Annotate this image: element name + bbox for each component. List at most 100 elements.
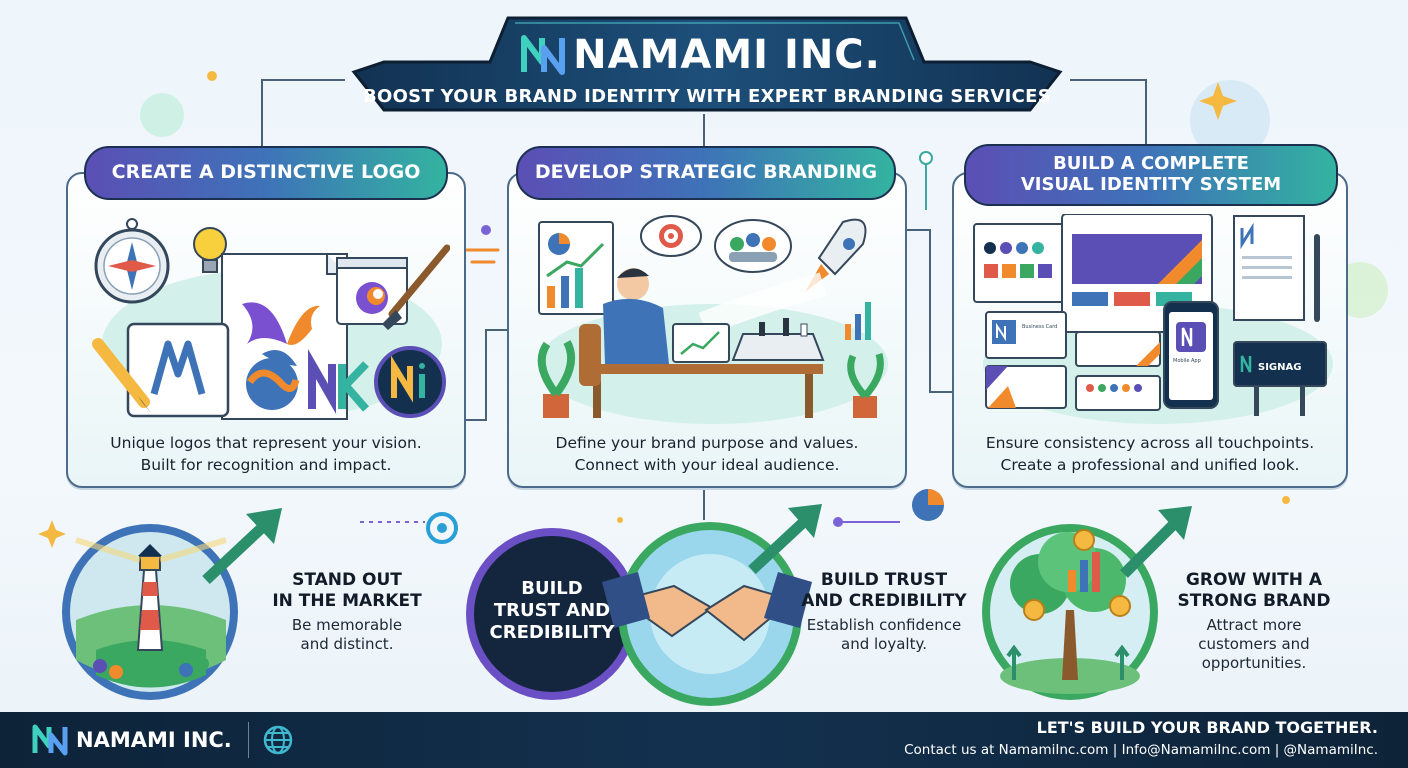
panel-3-description: Ensure consistency across all touchpoint…: [954, 432, 1346, 476]
page-subtitle: BOOST YOUR BRAND IDENTITY WITH EXPERT BR…: [362, 86, 1052, 107]
trust-badges: [466, 504, 822, 706]
phoenix-logo-mark: [242, 302, 320, 366]
globe-icon[interactable]: [262, 724, 294, 756]
pen-icon: [1314, 234, 1320, 322]
footer-cta: LET'S BUILD YOUR BRAND TOGETHER.: [1036, 718, 1378, 737]
lighthouse-icon: [136, 544, 164, 651]
panel-strategic-branding: Define your brand purpose and values. Co…: [507, 172, 907, 488]
footer-logo-icon: [32, 724, 68, 756]
paintbrush-icon: [382, 244, 450, 330]
business-card-mockup: Business Card: [985, 311, 1067, 359]
signage-mockup: SIGNAG: [1233, 341, 1327, 416]
panel-2-title-text: DEVELOP STRATEGIC BRANDING: [534, 161, 878, 184]
benefit-2-description: Establish confidence and loyalty.: [796, 616, 972, 654]
header-banner: NAMAMI INC. BOOST YOUR BRAND IDENTITY WI…: [340, 14, 1074, 114]
panel-1-description: Unique logos that represent your vision.…: [68, 432, 464, 476]
namami-logo-icon: [521, 35, 565, 75]
trust-badge-line-2: TRUST AND: [493, 600, 611, 621]
benefit-2-desc-line-2: and loyalty.: [841, 635, 927, 653]
growth-tree-badge: [982, 506, 1192, 700]
benefit-1-title-line-2: IN THE MARKET: [272, 591, 422, 611]
visual-identity-illustration: Business Card Mobile App SIGNAG: [973, 214, 1333, 424]
swatch-card: [1075, 375, 1161, 411]
pencil-icon: [92, 338, 152, 414]
website-mockup: [1061, 214, 1213, 333]
lighthouse-badge: [62, 508, 282, 700]
benefit-1-desc-line-2: and distinct.: [300, 635, 394, 653]
benefit-2-title-line-2: AND CREDIBILITY: [801, 591, 967, 611]
ni-badge-logo: [374, 346, 446, 418]
benefit-3-title-line-1: GROW WITH A: [1185, 570, 1323, 590]
panel-3-title-line-1: BUILD A COMPLETE: [1053, 153, 1249, 175]
panel-1-line-1: Unique logos that represent your vision.: [110, 434, 422, 452]
footer-brand: NAMAMI INC.: [76, 728, 232, 752]
panel-create-logo: Unique logos that represent your vision.…: [66, 172, 466, 488]
laptop-icon: [672, 323, 730, 363]
benefit-2-title-line-1: BUILD TRUST: [820, 570, 948, 590]
benefit-3-title: GROW WITH A STRONG BRAND: [1168, 570, 1340, 612]
benefit-1-desc-line-1: Be memorable: [291, 616, 403, 634]
benefit-1-title-line-1: STAND OUT: [292, 570, 402, 590]
benefit-2-desc-line-1: Establish confidence: [806, 616, 962, 634]
benefit-3-desc-line-3: opportunities.: [1201, 654, 1307, 672]
footer-bar: NAMAMI INC. LET'S BUILD YOUR BRAND TOGET…: [0, 712, 1408, 768]
benefit-3-description: Attract more customers and opportunities…: [1168, 616, 1340, 673]
panel-1-line-2: Built for recognition and impact.: [140, 456, 392, 474]
footer-divider: [248, 722, 249, 758]
panel-3-title-line-2: VISUAL IDENTITY SYSTEM: [1020, 174, 1282, 195]
panel-3-title: BUILD A COMPLETE VISUAL IDENTITY SYSTEM: [964, 144, 1338, 206]
growth-bars-icon: [1068, 552, 1100, 592]
panel-1-title-text: CREATE A DISTINCTIVE LOGO: [111, 161, 421, 184]
panel-2-description: Define your brand purpose and values. Co…: [509, 432, 905, 476]
businessman-figure: [603, 268, 669, 364]
wave-logo-mark: [246, 358, 300, 410]
benefit-1-description: Be memorable and distinct.: [262, 616, 432, 654]
logo-design-illustration: [92, 218, 450, 420]
handshake-icon: [602, 572, 812, 642]
panel-2-line-1: Define your brand purpose and values.: [555, 434, 859, 452]
trust-badge-text: BUILD TRUST AND CREDIBILITY: [478, 578, 626, 644]
trust-badge-line-1: BUILD: [521, 578, 583, 599]
stationery-card: [1075, 331, 1161, 367]
panel-visual-identity: Business Card Mobile App SIGNAG Ensure c…: [952, 172, 1348, 488]
strategy-illustration: [537, 215, 888, 424]
bar-growth-icon: [845, 302, 871, 340]
trust-badge-line-3: CREDIBILITY: [489, 622, 615, 643]
tree-icon: [1010, 532, 1126, 680]
envelope-card: [985, 365, 1067, 409]
coin-icon: [1023, 529, 1131, 621]
browser-window-icon: [336, 257, 408, 325]
mobile-app-label: Mobile App: [1173, 358, 1201, 364]
benefit-3-desc-line-2: customers and: [1198, 635, 1310, 653]
mobile-app-mockup: Mobile App: [1163, 301, 1219, 409]
footer-contact[interactable]: Contact us at NamamiInc.com | Info@Namam…: [904, 742, 1378, 758]
nk-logo-mark: [308, 348, 370, 415]
color-palette-card: [973, 223, 1067, 303]
chessboard-icon: [731, 318, 825, 361]
benefit-1-title: STAND OUT IN THE MARKET: [262, 570, 432, 612]
chair: [579, 324, 601, 386]
desk: [583, 364, 823, 418]
lightbulb-icon: [193, 227, 227, 273]
benefit-3-desc-line-1: Attract more: [1206, 616, 1302, 634]
panel-3-line-1: Ensure consistency across all touchpoint…: [985, 434, 1315, 452]
page-title: NAMAMI INC.: [573, 32, 881, 78]
letterhead-mockup: [1233, 215, 1305, 321]
plant-icon: [537, 340, 576, 418]
audience-thought-bubble-icon: [714, 219, 792, 273]
benefit-3-title-line-2: STRONG BRAND: [1177, 591, 1331, 611]
panel-2-line-2: Connect with your ideal audience.: [574, 456, 840, 474]
panel-2-title: DEVELOP STRATEGIC BRANDING: [516, 146, 896, 200]
plant-icon: [847, 352, 884, 418]
target-thought-bubble-icon: [640, 215, 702, 257]
header-banner-shape: [351, 16, 1063, 112]
panel-3-line-2: Create a professional and unified look.: [1000, 456, 1300, 474]
business-card-label: Business Card: [1022, 324, 1057, 330]
compass-icon: [94, 218, 170, 304]
panel-1-title: CREATE A DISTINCTIVE LOGO: [84, 146, 448, 200]
benefit-2-title: BUILD TRUST AND CREDIBILITY: [796, 570, 972, 612]
signage-label: SIGNAG: [1258, 362, 1301, 373]
laptop-screen-icon: [126, 322, 230, 418]
chart-board-icon: [538, 221, 614, 315]
